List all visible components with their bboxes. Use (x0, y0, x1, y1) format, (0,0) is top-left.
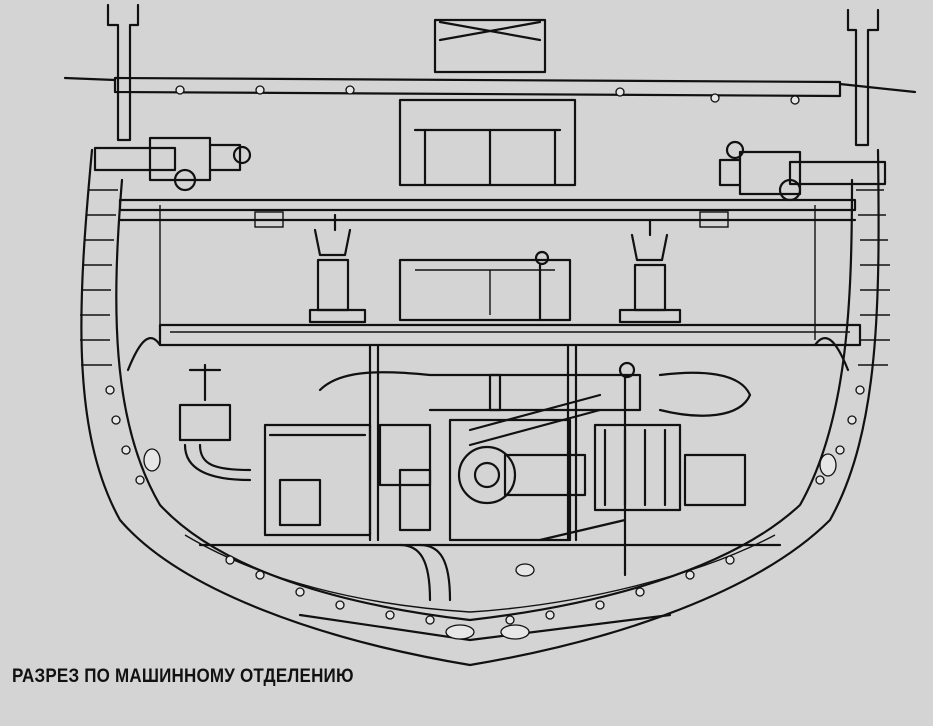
bilge-brackets (126, 337, 850, 372)
hull-rivet-holes (105, 385, 865, 640)
engine-skylight (398, 18, 577, 187)
steam-engine (448, 361, 747, 577)
deck-gun-starboard (718, 140, 887, 202)
inner-hull-shell (115, 178, 854, 622)
platform-deck (158, 258, 862, 347)
engine-flywheel (457, 445, 517, 505)
platform-pedestal (534, 250, 550, 322)
engine-telegraph-starboard (618, 218, 682, 324)
starboard-side-frame (856, 189, 890, 366)
port-side-frame (80, 189, 118, 366)
deck-gun-port (93, 136, 252, 192)
gun-deck (118, 198, 857, 340)
figure-caption: РАЗРЕЗ ПО МАШИННОМУ ОТДЕЛЕНИЮ (12, 665, 354, 687)
feed-pump (178, 363, 252, 482)
boiler-pipe (198, 543, 782, 602)
outer-hull-shell (80, 148, 880, 667)
bulwark-posts (106, 3, 880, 147)
double-bottom-keel (298, 613, 672, 642)
upper-deck (63, 76, 917, 105)
steam-pipe (318, 371, 752, 417)
condenser (263, 423, 432, 537)
engine-telegraph-port (308, 213, 367, 324)
engine-room-stanchions (368, 343, 578, 542)
